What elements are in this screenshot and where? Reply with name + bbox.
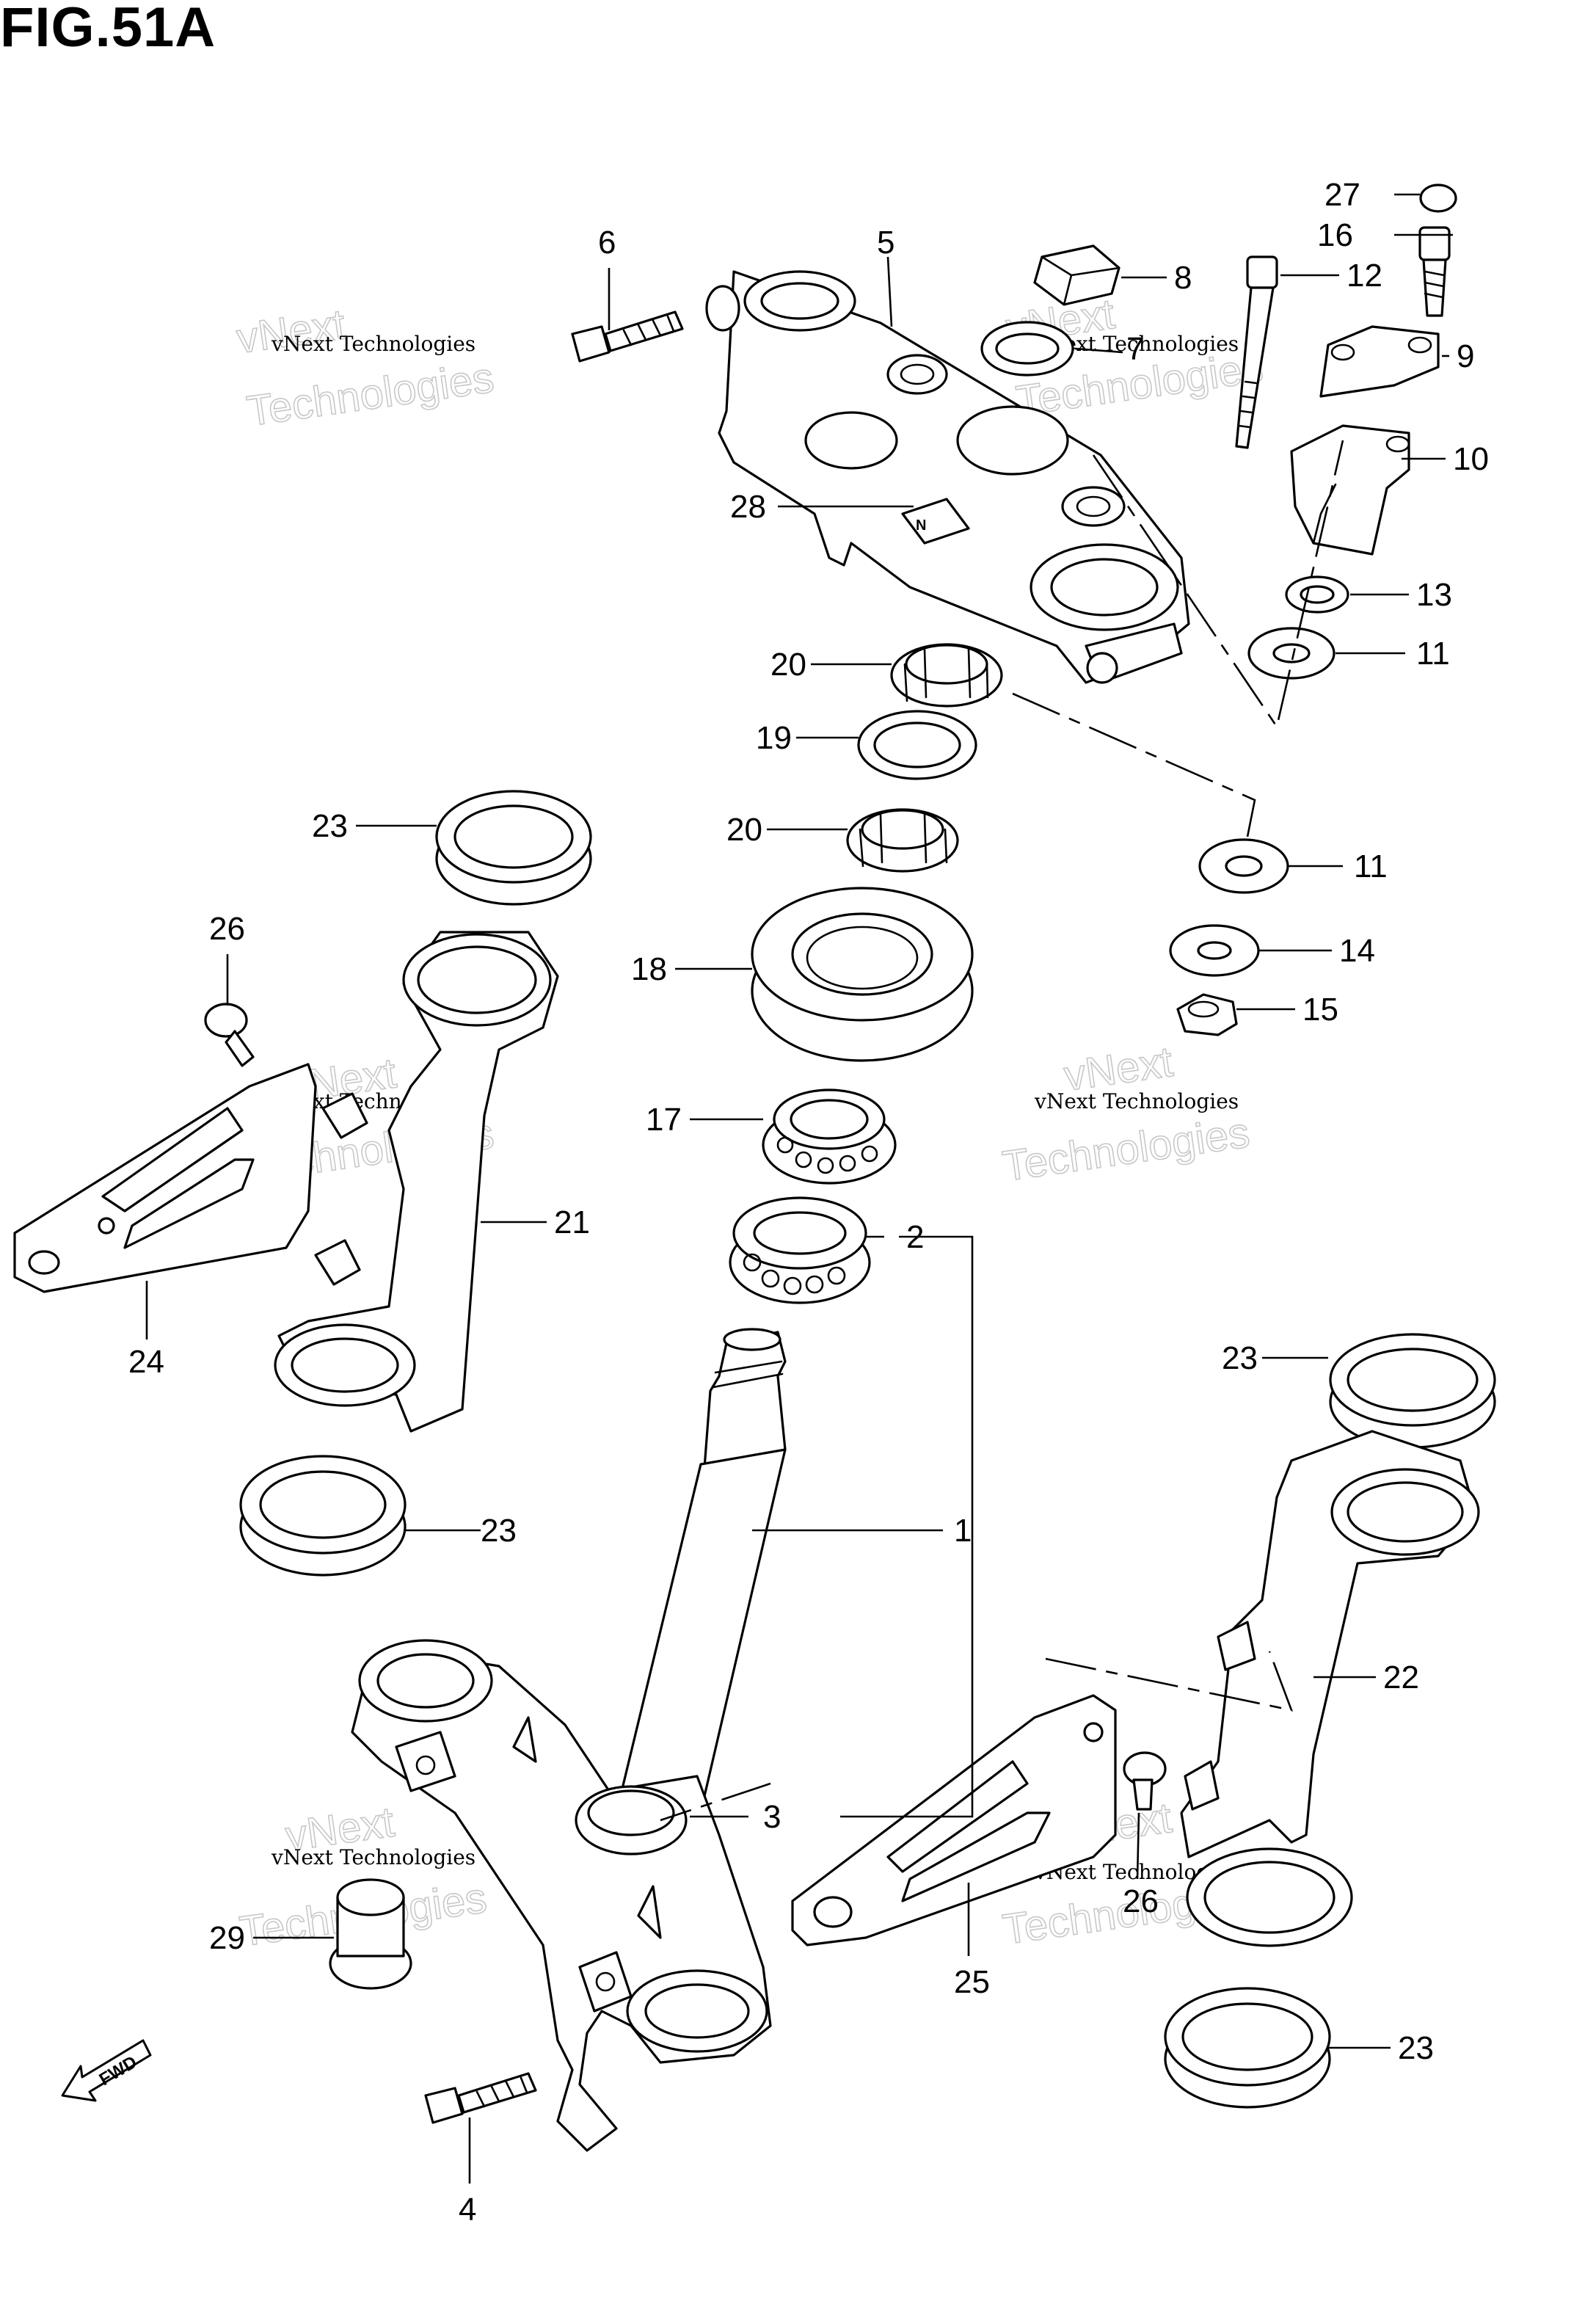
bearing-17	[762, 1088, 897, 1185]
handle-plate-24	[13, 1063, 317, 1293]
callout-19: 19	[756, 720, 792, 756]
bolt-6	[571, 310, 684, 363]
assembly-lines	[660, 440, 1344, 1822]
screw-26-right	[1123, 1751, 1167, 1811]
handle-21	[274, 931, 559, 1433]
callout-9: 9	[1457, 338, 1474, 374]
nut-8	[1033, 244, 1121, 306]
bolt-12	[1235, 255, 1278, 449]
callout-1: 1	[954, 1513, 972, 1549]
handlebar-holder-lower-10	[1290, 424, 1410, 556]
seal-23-lower-left	[239, 1455, 407, 1577]
watermark-top-left: vNext Technologies	[233, 299, 498, 436]
nut-15	[1176, 993, 1238, 1036]
watermark-text: vNext Technologies	[1034, 1089, 1239, 1113]
callout-14: 14	[1339, 933, 1375, 969]
callout-20-lower: 20	[726, 812, 762, 848]
callout-5: 5	[877, 225, 894, 261]
callout-2: 2	[906, 1219, 924, 1255]
callout-6: 6	[598, 225, 616, 261]
cap-27	[1419, 183, 1457, 213]
callout-23-a: 23	[312, 808, 348, 844]
callout-20-upper: 20	[770, 647, 806, 683]
callout-17: 17	[646, 1102, 682, 1138]
bolt-16	[1418, 226, 1451, 317]
callout-23-c: 23	[1222, 1340, 1258, 1376]
callout-12: 12	[1347, 258, 1382, 294]
washer-11-lower	[1198, 838, 1289, 894]
washer-19	[857, 710, 977, 780]
watermark-outline: Technologies	[999, 1108, 1252, 1190]
callout-leaders	[145, 193, 1453, 2184]
bolt-4	[424, 2072, 537, 2124]
callout-24: 24	[128, 1344, 164, 1380]
callout-18: 18	[631, 951, 667, 987]
steering-stem-1	[615, 1328, 787, 1829]
callout-11-upper: 11	[1416, 636, 1450, 672]
cap-29	[329, 1878, 412, 1990]
washer-14	[1169, 924, 1260, 977]
handlebar-holder-upper-9	[1319, 325, 1440, 398]
stem-nut-20-upper	[890, 643, 1003, 708]
callout-11-lower: 11	[1354, 848, 1388, 884]
watermark-text: vNext Technologies	[271, 332, 475, 356]
callout-labels: 1 2 3 4 5 6 7 8 9 10 11 11 12 13 14 15 1…	[128, 177, 1489, 2228]
seal-23-upper-left	[435, 790, 592, 906]
bearing-2	[729, 1196, 871, 1304]
callout-15: 15	[1302, 992, 1338, 1028]
callout-26-right: 26	[1123, 1883, 1159, 1919]
callout-22: 22	[1383, 1660, 1419, 1695]
callout-10: 10	[1453, 441, 1489, 477]
stem-nut-20-lower	[846, 808, 959, 873]
upper-bracket: N	[705, 270, 1190, 684]
callout-13: 13	[1416, 577, 1452, 613]
seal-23-upper-right	[1329, 1333, 1496, 1449]
callout-3: 3	[763, 1799, 781, 1835]
watermark-text: vNext Technologies	[271, 1845, 475, 1869]
callout-28: 28	[730, 489, 766, 525]
callout-26-left: 26	[209, 911, 245, 947]
washer-13	[1285, 575, 1349, 614]
callout-23-d: 23	[1398, 2030, 1434, 2066]
callout-4: 4	[459, 2192, 476, 2228]
callout-27: 27	[1324, 177, 1360, 213]
washer-7	[980, 321, 1074, 377]
dust-seal-18	[751, 887, 974, 1062]
callout-23-b: 23	[481, 1513, 517, 1549]
callout-8: 8	[1174, 260, 1192, 296]
forward-arrow-icon: FWD	[61, 2039, 152, 2102]
callout-7: 7	[1126, 331, 1144, 367]
figure-title: FIG.51A	[0, 0, 216, 59]
lower-bracket	[351, 1639, 772, 2152]
watermark-outline: Technologies	[244, 354, 497, 435]
screw-26-left	[204, 1003, 255, 1067]
seal-23-lower-right	[1164, 1987, 1331, 2109]
callout-16: 16	[1317, 217, 1353, 253]
washer-11-upper	[1247, 627, 1336, 680]
handle-22	[1180, 1430, 1480, 1947]
callout-21: 21	[554, 1204, 590, 1240]
callout-29: 29	[209, 1920, 245, 1956]
bracket-marking: N	[916, 517, 926, 534]
callout-25: 25	[954, 1964, 990, 2000]
